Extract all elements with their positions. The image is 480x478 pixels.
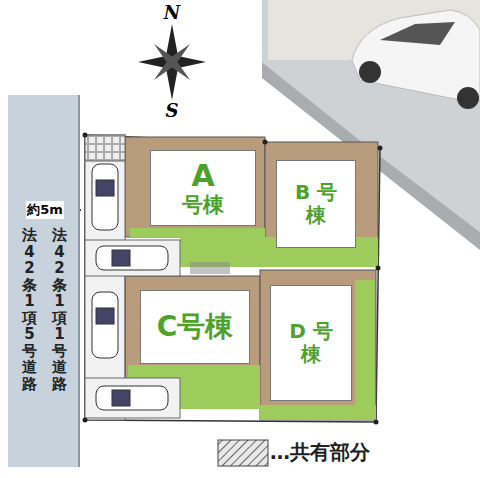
- road-band: 法42条1項5号道路法42条1項1号道路: [8, 95, 80, 467]
- legend-text: …共有部分: [270, 439, 370, 466]
- legend-swatch: [218, 440, 268, 466]
- house-box: A号棟: [150, 150, 256, 226]
- house-box: D 号棟: [270, 285, 352, 401]
- road-name: 法42条1項5号道路: [22, 227, 37, 392]
- house-label: 号棟: [182, 193, 224, 217]
- road-name: 法42条1項1号道路: [52, 227, 67, 392]
- compass-north: N: [164, 2, 180, 23]
- house-label: C号棟: [157, 311, 234, 343]
- house-label: B 号棟: [294, 181, 338, 227]
- compass-south: S: [166, 100, 179, 121]
- house-label: D 号棟: [289, 320, 333, 366]
- house-box: C号棟: [140, 290, 250, 364]
- compass-rose: [138, 24, 206, 100]
- house-label: A: [191, 159, 214, 194]
- car-photo: [352, 10, 480, 109]
- road-width: 約5m: [26, 201, 64, 219]
- house-box: B 号棟: [276, 160, 356, 248]
